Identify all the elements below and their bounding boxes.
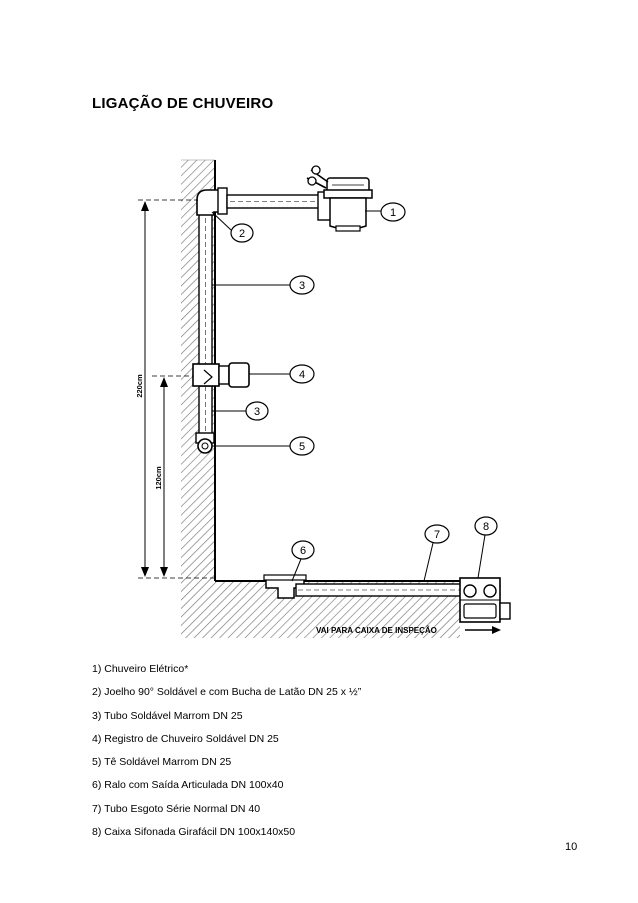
legend-item: 1) Chuveiro Elétrico* (92, 663, 189, 675)
legend-item: 3) Tubo Soldável Marrom DN 25 (92, 709, 243, 722)
svg-text:3: 3 (299, 280, 305, 292)
electric-shower (306, 165, 373, 232)
legend-item: 5) Tê Soldável Marrom DN 25 (92, 756, 232, 769)
page-title: LIGAÇÃO DE CHUVEIRO (92, 95, 274, 112)
legend-item: 2) Joelho 90° Soldável e com Bucha de La… (92, 686, 362, 699)
svg-text:3: 3 (254, 406, 260, 418)
dimension-220-label: 220cm (135, 374, 144, 398)
svg-text:5: 5 (299, 441, 305, 453)
shower-register (192, 362, 250, 388)
tee-fitting (195, 432, 215, 454)
callout-4: 4 (289, 364, 315, 384)
parts-legend: 1) Chuveiro Elétrico* 2) Joelho 90° Sold… (92, 662, 361, 848)
shower-arm (226, 194, 320, 209)
dimension-120-label: 120cm (154, 466, 163, 490)
callout-8: 8 (474, 516, 498, 536)
drain-arrow-head (492, 626, 501, 634)
siphon-box (459, 577, 511, 623)
sewer-pipe (295, 583, 462, 597)
callout-3-lower: 3 (245, 401, 269, 421)
svg-text:8: 8 (483, 521, 489, 533)
elbow-90-fitting (196, 187, 228, 216)
legend-item: 7) Tubo Esgoto Série Normal DN 40 (92, 802, 261, 815)
page-number: 10 (565, 841, 578, 853)
svg-text:7: 7 (434, 529, 440, 541)
svg-text:1: 1 (390, 207, 396, 219)
floor-drain (263, 574, 307, 599)
svg-text:4: 4 (299, 369, 305, 381)
wall-and-floor (181, 159, 501, 638)
callout-6: 6 (291, 540, 315, 560)
legend-item: 6) Ralo com Saída Articulada DN 100x40 (92, 779, 284, 792)
drain-direction-label: VAI PARA CAIXA DE INSPEÇÃO (316, 626, 437, 635)
svg-text:6: 6 (300, 545, 306, 557)
callout-1: 1 (380, 202, 406, 222)
callout-3-upper: 3 (289, 275, 315, 295)
supply-pipe (198, 204, 213, 437)
legend-item: 8) Caixa Sifonada Girafácil DN 100x140x5… (92, 826, 296, 839)
legend-item: 4) Registro de Chuveiro Soldável DN 25 (92, 732, 279, 745)
callout-2: 2 (230, 223, 254, 243)
dimension-lines: 220cm 120cm (135, 199, 215, 579)
callout-7: 7 (424, 524, 450, 544)
leader-lines (211, 210, 486, 582)
svg-text:2: 2 (239, 228, 245, 240)
callout-5: 5 (289, 436, 315, 456)
